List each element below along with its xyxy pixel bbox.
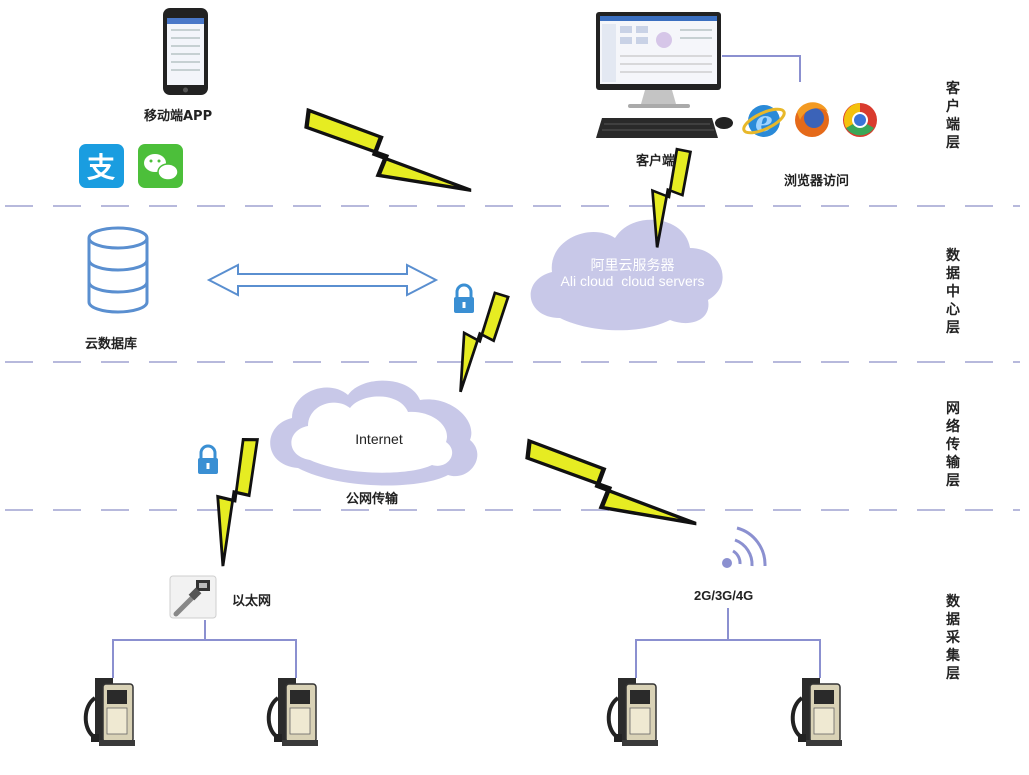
browser-access-label: 浏览器访问 — [784, 174, 850, 189]
chrome-browser-icon — [843, 103, 877, 137]
layer-label-client: 客户端层 — [946, 81, 960, 151]
firefox-browser-icon — [795, 102, 829, 137]
aliyun-cloud-shape — [530, 219, 723, 331]
mobile-app-label: 移动端APP — [144, 109, 213, 124]
mobile-network-label: 2G/3G/4G — [694, 588, 754, 603]
desktop-computer-icon — [596, 12, 733, 138]
bolt-cloud-to-internet — [433, 286, 523, 394]
bolt-internet-to-ethernet — [192, 432, 274, 568]
browser-connector — [722, 55, 801, 82]
wechat-icon — [138, 144, 183, 188]
layer-label-datacenter: 数据中心层 — [946, 248, 960, 336]
aliyun-server-label-en: Ali cloud cloud servers — [560, 273, 705, 289]
charging-station-icon — [606, 676, 660, 748]
internet-label: Internet — [355, 431, 403, 447]
mobile-net-wiring — [635, 608, 821, 678]
alipay-icon: 支 — [79, 144, 124, 188]
mobile-phone-icon — [163, 8, 208, 95]
client-label: 客户端 — [636, 154, 676, 169]
svg-text:支: 支 — [87, 151, 115, 184]
lock-icon — [452, 283, 476, 315]
lock-icon — [196, 444, 220, 476]
ie-browser-icon: e — [742, 105, 786, 138]
charging-station-icon — [790, 676, 844, 748]
bolt-internet-to-mobile-net — [520, 426, 696, 555]
charging-station-icon — [83, 676, 137, 748]
ethernet-port-icon — [169, 575, 217, 619]
cloud-database-icon — [87, 226, 149, 314]
wireless-signal-icon — [722, 526, 767, 568]
charging-station-icon — [266, 676, 320, 748]
aliyun-server-label-cn: 阿里云服务器 — [590, 257, 675, 273]
layer-label-transport: 网络传输层 — [946, 401, 960, 489]
ethernet-label: 以太网 — [232, 594, 272, 609]
layer-label-collection: 数据采集层 — [946, 594, 960, 682]
public-network-label: 公网传输 — [346, 492, 399, 507]
bolt-mobile-to-cloud — [299, 95, 471, 221]
ethernet-wiring — [112, 620, 297, 678]
internet-cloud-shape — [270, 380, 478, 486]
bidirectional-arrow — [206, 263, 439, 297]
cloud-database-label: 云数据库 — [85, 337, 138, 352]
